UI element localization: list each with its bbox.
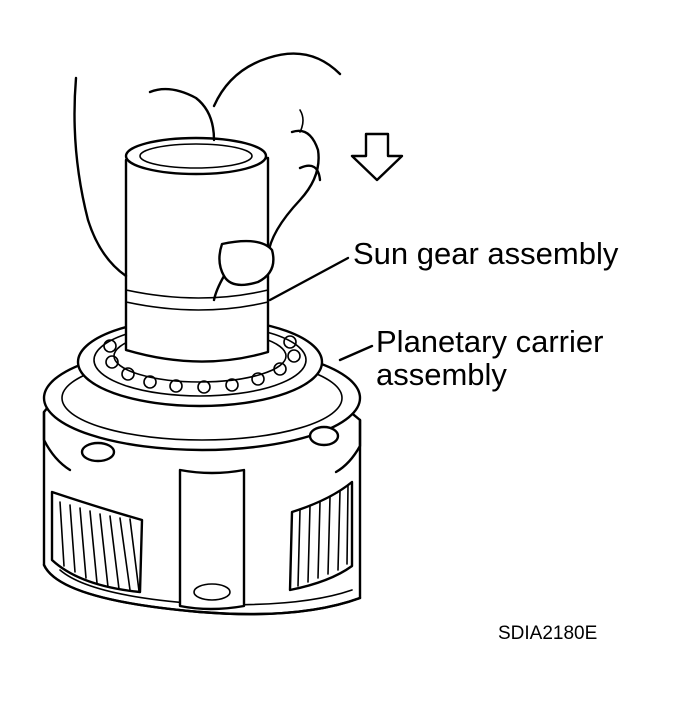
figure-code: SDIA2180E bbox=[498, 623, 598, 644]
planetary-carrier-label: Planetary carrier assembly bbox=[376, 324, 604, 392]
arrow-down-icon bbox=[350, 132, 404, 182]
hand bbox=[73, 52, 342, 302]
sun-gear-leader-line bbox=[268, 256, 350, 302]
sun-gear-shaft bbox=[124, 136, 270, 363]
planetary-leader-line bbox=[338, 344, 374, 362]
sun-gear-label: Sun gear assembly bbox=[353, 236, 619, 271]
planetary-carrier-label-line1: Planetary carrier bbox=[376, 324, 604, 359]
planetary-carrier-label-line2: assembly bbox=[376, 356, 507, 392]
